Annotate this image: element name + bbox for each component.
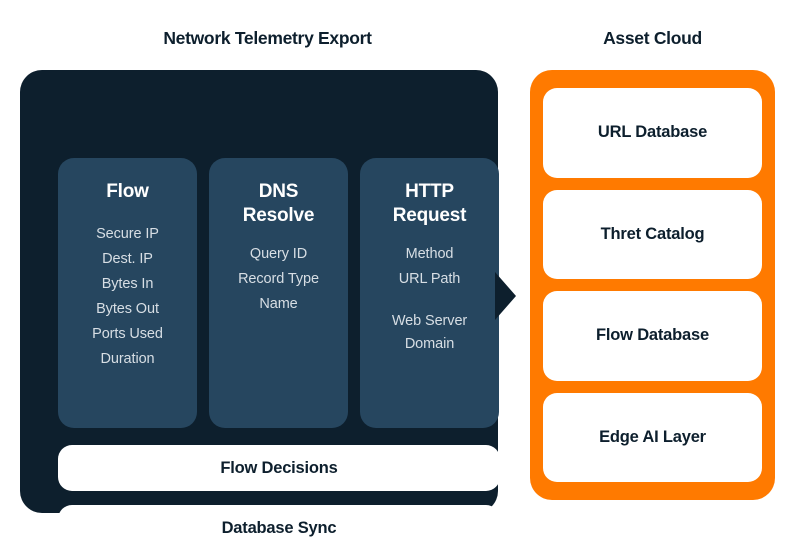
card-title-line-1: HTTP (405, 181, 454, 202)
card-title: Flow (106, 181, 149, 202)
card-item: Web Server (391, 313, 468, 329)
page-title-network-telemetry-export: Network Telemetry Export (163, 28, 372, 48)
page-title-asset-cloud: Asset Cloud (603, 28, 702, 48)
card-item: URL Path (398, 271, 461, 287)
card-item: Name (259, 296, 298, 312)
network-telemetry-export-panel: Flow Secure IP Dest. IP Bytes In Bytes O… (20, 70, 500, 551)
telemetry-card-http-request[interactable]: HTTP Request Method URL Path Web Server … (360, 158, 499, 428)
telemetry-card-group: Flow Secure IP Dest. IP Bytes In Bytes O… (58, 158, 500, 428)
flow-decisions-bar[interactable]: Flow Decisions (58, 445, 500, 491)
card-title-line-2: Request (392, 205, 467, 226)
card-title-line-1: DNS (258, 181, 299, 202)
asset-card-flow-database[interactable]: Flow Database (543, 291, 762, 381)
card-item: Bytes In (101, 276, 154, 292)
card-item: Query ID (249, 246, 308, 262)
card-item: Secure IP (96, 226, 159, 242)
database-sync-bar[interactable]: Database Sync (58, 505, 500, 551)
card-item: Bytes Out (96, 301, 159, 317)
card-item: Record Type (238, 271, 319, 287)
asset-cloud-panel: URL Database Thret Catalog Flow Database… (530, 70, 775, 500)
card-item: Domain (404, 336, 455, 352)
telemetry-card-dns-resolve[interactable]: DNS Resolve Query ID Record Type Name (209, 158, 348, 428)
card-title: HTTP Request (368, 180, 491, 228)
card-title: DNS Resolve (217, 180, 340, 228)
asset-card-url-database[interactable]: URL Database (543, 88, 762, 178)
telemetry-card-flow[interactable]: Flow Secure IP Dest. IP Bytes In Bytes O… (58, 158, 197, 428)
asset-card-edge-ai-layer[interactable]: Edge AI Layer (543, 392, 762, 482)
card-item: Dest. IP (102, 251, 153, 267)
card-item: Ports Used (92, 326, 163, 342)
asset-card-thret-catalog[interactable]: Thret Catalog (543, 189, 762, 279)
card-item: Method (405, 246, 454, 262)
card-item: Duration (100, 351, 155, 367)
card-title-line-2: Resolve (242, 205, 315, 226)
arrow-right-icon (495, 272, 516, 320)
